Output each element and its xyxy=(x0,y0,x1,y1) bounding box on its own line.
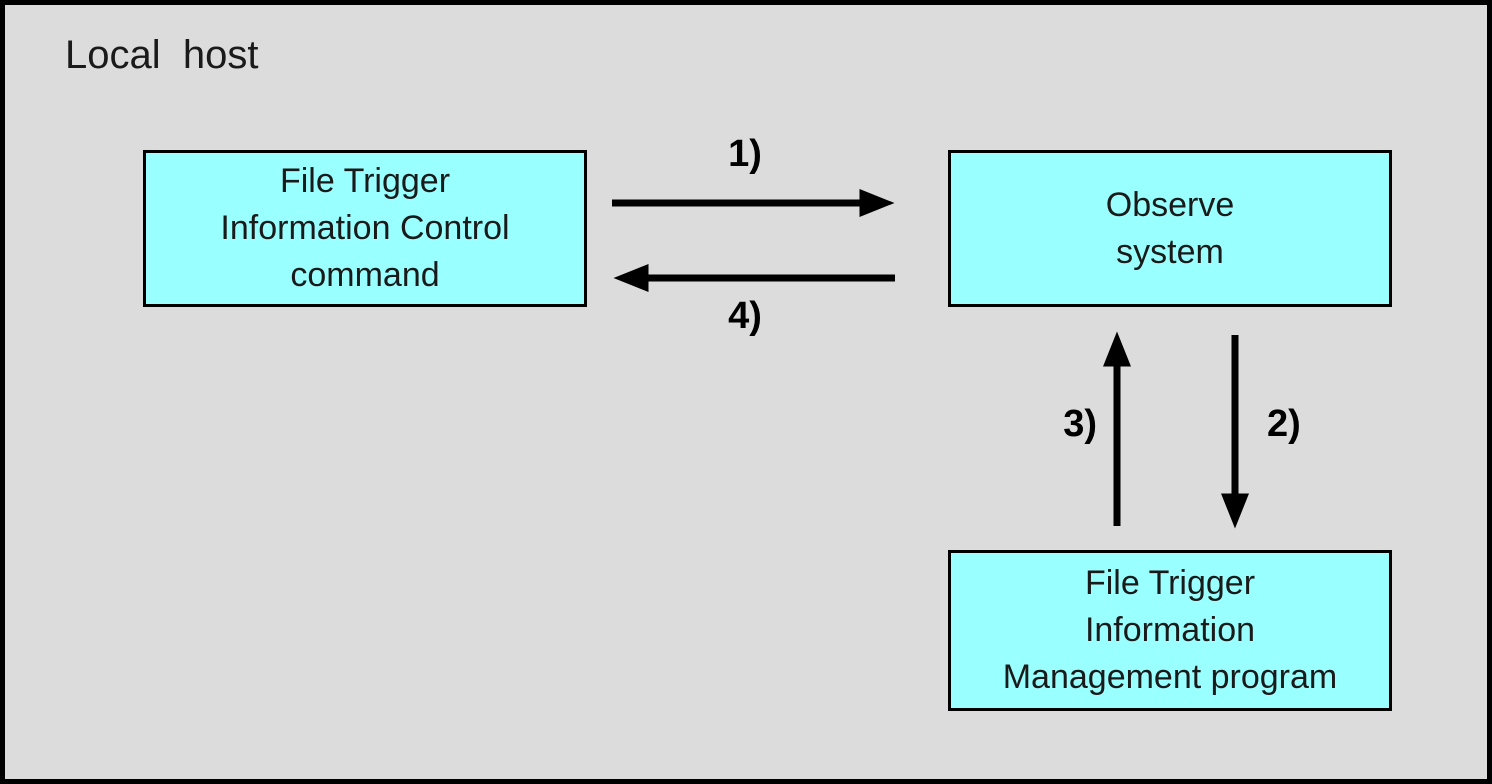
management-program-line: Information xyxy=(1084,611,1256,650)
observe-system-box: Observe system xyxy=(948,150,1392,307)
diagram-title: Local host xyxy=(65,33,259,77)
arrow-3-label: 3) xyxy=(1063,403,1097,445)
arrow-2-label: 2) xyxy=(1267,403,1301,445)
observe-system-line: system xyxy=(1116,232,1224,271)
control-command-line: File Trigger xyxy=(279,162,451,201)
management-program-line: File Trigger xyxy=(1084,564,1256,603)
arrow-4-label: 4) xyxy=(728,295,762,337)
management-program-box: File Trigger Information Management prog… xyxy=(948,550,1392,711)
control-command-line: Information Control xyxy=(220,209,510,248)
management-program-line: Management program xyxy=(1002,657,1338,696)
control-command-line: command xyxy=(290,255,440,294)
arrow-1-label: 1) xyxy=(728,133,762,175)
control-command-box: File Trigger Information Control command xyxy=(143,150,587,307)
observe-system-line: Observe xyxy=(1105,185,1235,224)
